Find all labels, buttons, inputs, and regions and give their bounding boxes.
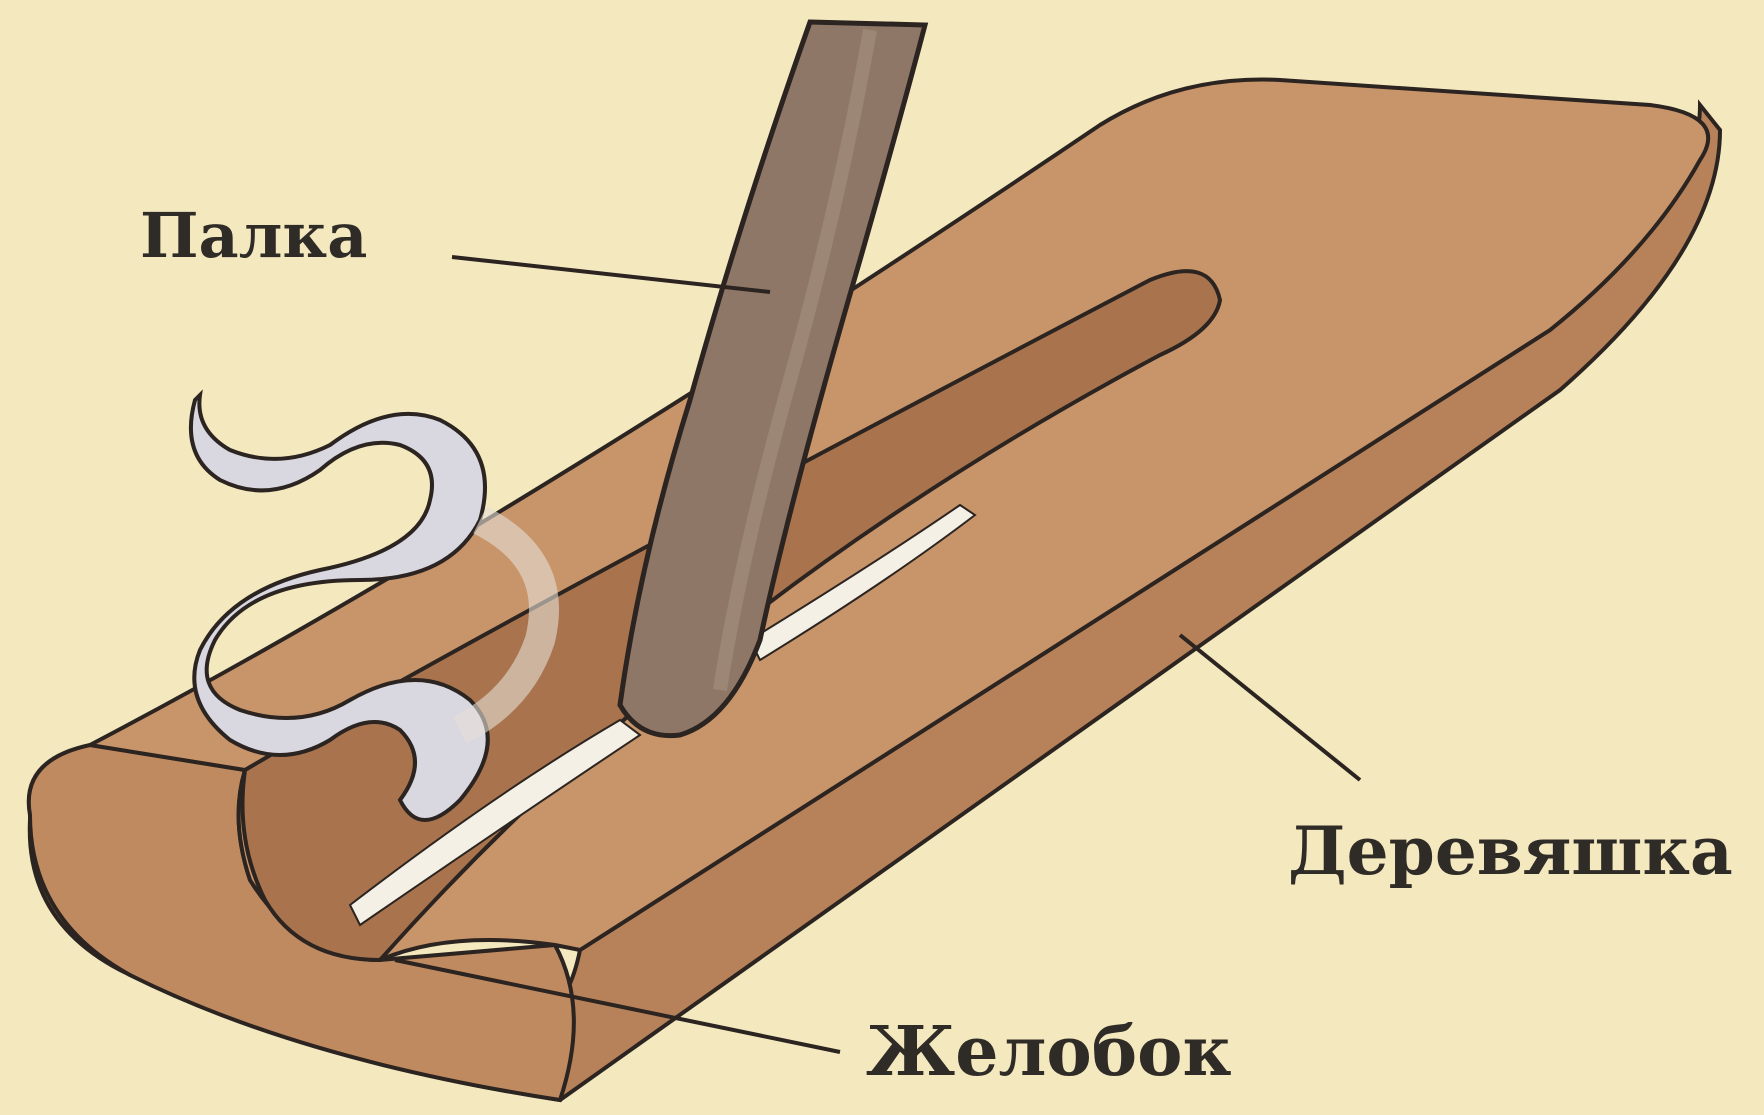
label-board: Деревяшка bbox=[1288, 818, 1733, 884]
leader-line-stick bbox=[452, 257, 770, 292]
label-groove: Желобок bbox=[866, 1018, 1232, 1086]
leader-line-board bbox=[1180, 635, 1360, 780]
label-stick: Палка bbox=[140, 205, 367, 267]
